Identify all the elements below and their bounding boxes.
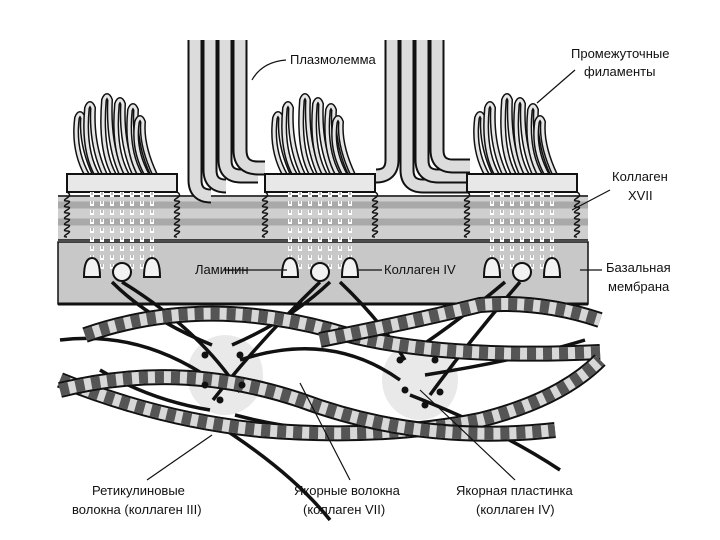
label-basal-membrane-line2: мембрана [608,279,670,294]
intermediate-filament-core [501,94,524,177]
intermediate-filament-core [332,116,355,177]
plaque-dot [396,356,404,364]
hemidesmosome-1 [63,93,181,282]
attachment-plaque [264,173,376,193]
label-intermediate-filaments-line2: филаменты [584,64,655,79]
label-anchoring-plaque-line1: Якорная пластинка [456,483,573,498]
collagen-xvii-coil [261,191,269,238]
label-anchoring-fibrils-line2: (коллаген VII) [303,502,385,517]
plaque-dot [401,386,409,394]
plaque-dot [201,381,209,389]
laminin-node [512,262,532,282]
anchoring-fibril [239,347,402,382]
collagen-iv-bell [82,256,102,278]
hemidesmosome-2 [261,93,379,282]
intermediate-filament-core [282,102,305,177]
intermediate-filament-core [312,98,335,177]
collagen-xvii-coil [573,191,581,238]
label-collagen-xvii-line1: Коллаген [612,169,668,184]
collagen-iv-bell [340,256,360,278]
label-reticular-fibers-line1: Ретикулиновые [92,483,185,498]
collagen-xvii-coil [371,191,379,238]
intermediate-filament-core [114,98,137,177]
label-plasmolemma: Плазмолемма [290,52,377,67]
anchoring-fibril [59,336,213,382]
cell-membrane-stripes [58,201,588,226]
plaque-dot [431,356,439,364]
hemidesmosome-3 [463,93,581,282]
collagen-iv-bell [482,256,502,278]
reticular-fiber-c-dark [318,298,602,346]
plaque-dot [238,381,246,389]
reticular-fiber-d-dark [58,371,556,440]
plaque-dot [236,351,244,359]
label-collagen-iv: Коллаген IV [384,262,456,277]
intermediate-filament-core [514,98,537,177]
attachment-plaque [466,173,578,193]
label-anchoring-fibrils-line1: Якорные волокна [294,483,401,498]
hemidesmosome-units [63,93,581,282]
label-basal-membrane-line1: Базальная [606,260,671,275]
label-anchoring-plaque-line2: (коллаген IV) [476,502,555,517]
laminin-node [310,262,330,282]
collagen-iv-bell [542,256,562,278]
leader-lines [146,59,611,481]
laminin-node [112,262,132,282]
collagen-iv-bell [142,256,162,278]
reticular-fiber-b-dark [57,355,605,440]
collagen-xvii-coil [463,191,471,238]
label-reticular-fibers-line2: волокна (коллаген III) [72,502,202,517]
label-intermediate-filaments-line1: Промежуточные [571,46,669,61]
intermediate-filament-core [534,116,557,177]
plaque-dot [216,396,224,404]
intermediate-filament-core [101,94,124,177]
collagen-iv-bell [280,256,300,278]
collagen-xvii-coil [63,191,71,238]
intermediate-filament-core [84,102,107,177]
plaque-dot [201,351,209,359]
collagen-xvii-coil [173,191,181,238]
plasmolemma-folds [187,40,470,204]
intermediate-filament-core [134,116,157,177]
connective-tissue-fibers [57,280,606,522]
intermediate-filament-core [299,94,322,177]
anchoring-fibril [428,280,522,397]
label-laminin: Ламинин [195,262,249,277]
plaque-dot [436,388,444,396]
intermediate-filament-core [484,102,507,177]
label-collagen-xvii-line2: XVII [628,188,653,203]
attachment-plaque [66,173,178,193]
plaque-dot [421,401,429,409]
